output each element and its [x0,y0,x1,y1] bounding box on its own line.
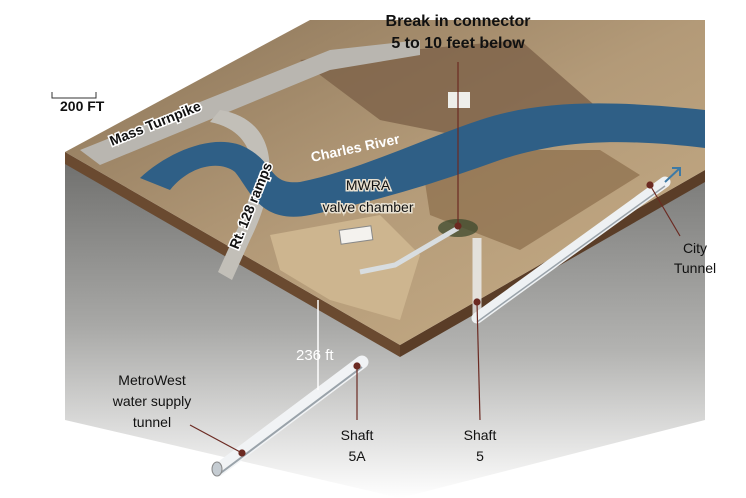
scale-bar: 200 FT [51,92,105,114]
metrowest-tunnel-edge [217,366,363,476]
building [448,92,470,108]
city-tunnel-label-line1: City [683,240,707,256]
city-tunnel [471,176,671,324]
rock-right-face [400,170,705,498]
metrowest-label-line3: tunnel [133,414,171,430]
mwra-label-line2: valve chamber [322,199,413,215]
shaft-5-label-line2: 5 [476,448,484,464]
building [338,225,374,245]
leader-lines [189,62,681,457]
depth-label: 236 ft [296,347,334,364]
shaft-5a-label-line2: 5A [348,448,366,464]
tunnel-end [211,461,223,477]
charles-river [140,103,705,217]
shaft-5-label-line1: Shaft [464,427,497,443]
mass-turnpike-road [80,40,420,165]
city-tunnel-edge [476,185,666,323]
headline-line2: 5 to 10 feet below [391,35,525,52]
metrowest-label-line2: water supply [112,393,192,409]
connector-pipe-surface [359,225,460,275]
shaft-5a-label-line1: Shaft [341,427,374,443]
metrowest-label-line1: MetroWest [118,372,186,388]
mwra-label-line1: MWRA [346,177,391,193]
city-tunnel-label-line2: Tunnel [674,260,716,276]
scale-label: 200 FT [60,98,105,114]
flow-arrow-icon [664,167,681,183]
field [270,215,420,320]
rock-left-face [65,152,400,498]
rt128-ramps-road [210,110,270,280]
headline-line1: Break in connector [386,13,531,30]
